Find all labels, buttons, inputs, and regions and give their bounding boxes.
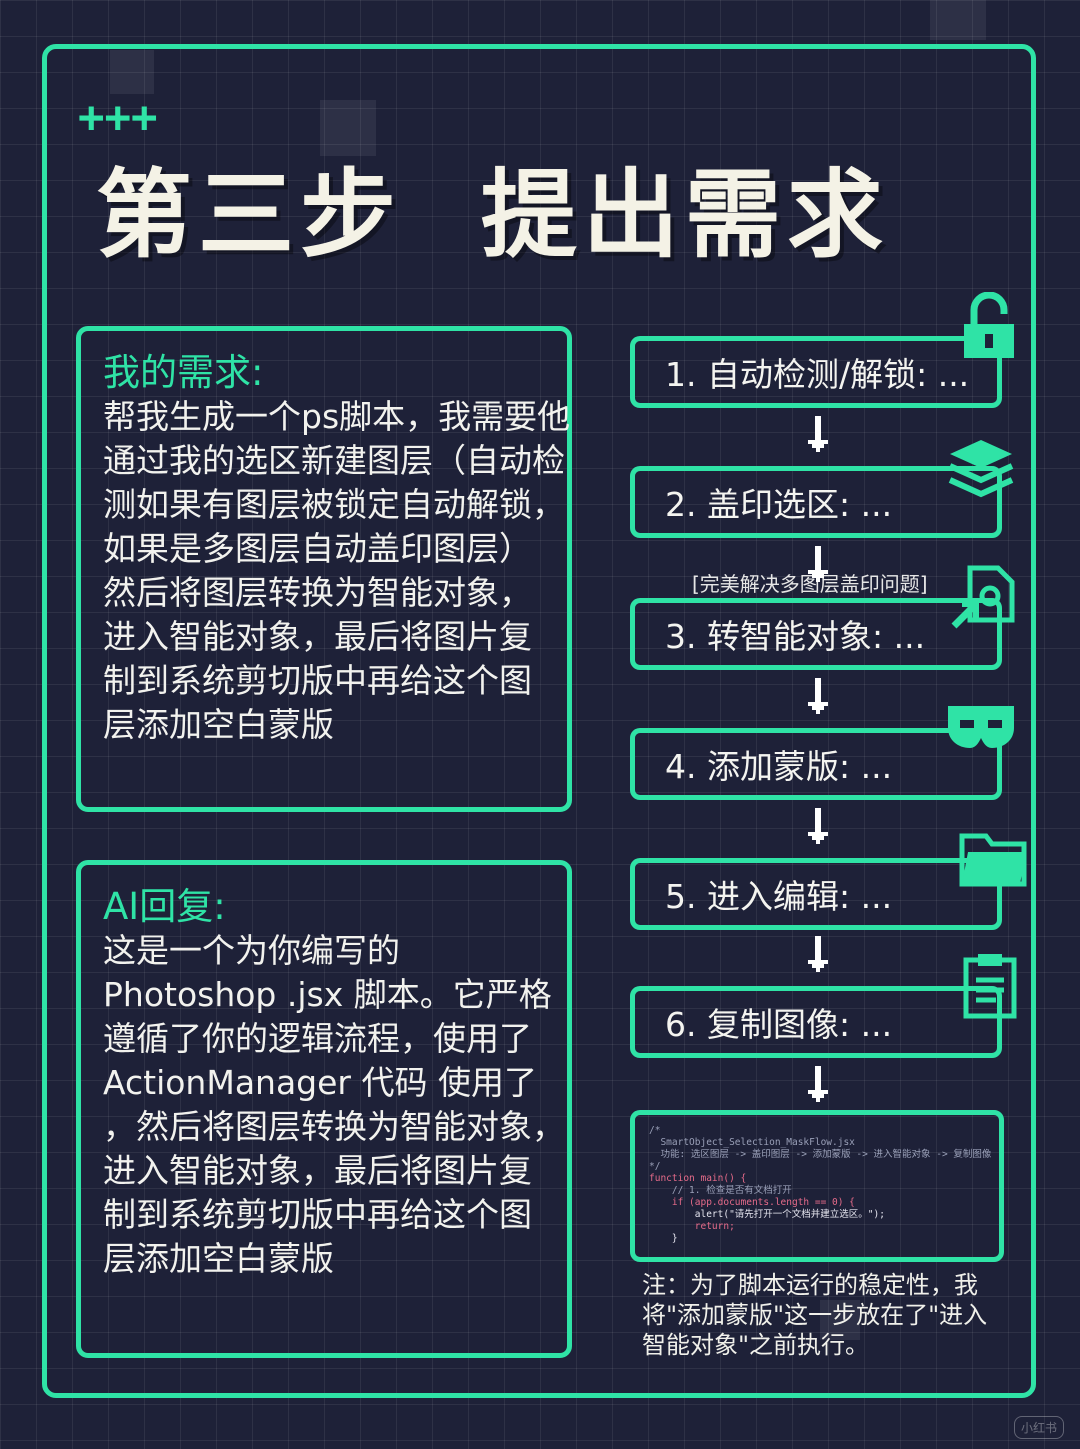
- watermark: 小红书: [1013, 1416, 1064, 1439]
- ai-reply-heading: AI回复:: [103, 885, 226, 928]
- step-5: 5. 进入编辑: ...: [630, 858, 1002, 930]
- my-request-line: 然后将图层转换为智能对象，: [103, 573, 532, 612]
- step-2-note: [完美解决多图层盖印问题]: [692, 572, 928, 596]
- ai-reply-line: 这是一个为你编写的: [103, 931, 400, 970]
- decor-square: [320, 100, 376, 156]
- clipboard-icon: [963, 954, 1017, 1019]
- footnote-line: 智能对象"之前执行。: [642, 1331, 870, 1359]
- page-title: 第三步 提出需求: [96, 159, 889, 271]
- code-line: 功能: 选区图层 -> 盖印图层 -> 添加蒙版 -> 进入智能对象 -> 复制…: [649, 1149, 992, 1160]
- code-line: if (app.documents.length == 0) {: [649, 1197, 855, 1208]
- plus-decoration: +++: [78, 92, 158, 143]
- unlock-icon: [964, 292, 1014, 358]
- my-request-line: 层添加空白蒙版: [103, 705, 334, 744]
- step-6-label: 6. 复制图像: ...: [665, 1005, 893, 1044]
- my-request-panel: 我的需求: 帮我生成一个ps脚本，我需要他 通过我的选区新建图层（自动检 测如果…: [76, 326, 572, 812]
- ai-reply-line: 进入智能对象，最后将图片复: [103, 1151, 532, 1190]
- ai-reply-line: ，然后将图层转换为智能对象，: [103, 1107, 565, 1146]
- step-5-label: 5. 进入编辑: ...: [665, 877, 893, 916]
- down-arrow-icon: [808, 808, 828, 844]
- step-4: 4. 添加蒙版: ...: [630, 728, 1002, 800]
- down-arrow-icon: [808, 416, 828, 452]
- step-4-label: 4. 添加蒙版: ...: [665, 747, 893, 786]
- plus-signs: +++: [78, 92, 158, 143]
- step-2: 2. 盖印选区: ...: [630, 466, 1002, 538]
- ai-reply-line: 制到系统剪切版中再给这个图: [103, 1195, 532, 1234]
- step-6: 6. 复制图像: ...: [630, 986, 1002, 1058]
- down-arrow-icon: [808, 936, 828, 972]
- decor-square: [110, 50, 154, 94]
- code-line: }: [649, 1233, 678, 1244]
- my-request-line: 进入智能对象，最后将图片复: [103, 617, 532, 656]
- down-arrow-icon: [808, 678, 828, 714]
- footnote: 注：为了脚本运行的稳定性，我 将"添加蒙版"这一步放在了"进入 智能对象"之前执…: [642, 1270, 1012, 1360]
- ai-reply-panel: AI回复: 这是一个为你编写的 Photoshop .jsx 脚本。它严格 遵循…: [76, 860, 572, 1358]
- code-line: /*: [649, 1125, 661, 1136]
- step-3-label: 3. 转智能对象: ...: [665, 617, 926, 656]
- my-request-line: 如果是多图层自动盖印图层）: [103, 529, 532, 568]
- my-request-body: 帮我生成一个ps脚本，我需要他 通过我的选区新建图层（自动检 测如果有图层被锁定…: [103, 395, 571, 747]
- ai-reply-line: Photoshop .jsx 脚本。它严格: [103, 975, 552, 1014]
- ai-reply-line: 层添加空白蒙版: [103, 1239, 334, 1278]
- mask-icon: [948, 706, 1014, 748]
- down-arrow-icon: [808, 1066, 828, 1102]
- my-request-line: 制到系统剪切版中再给这个图: [103, 661, 532, 700]
- step-2-label: 2. 盖印选区: ...: [665, 485, 893, 524]
- my-request-line: 通过我的选区新建图层（自动检: [103, 441, 565, 480]
- ai-reply-body: 这是一个为你编写的 Photoshop .jsx 脚本。它严格 遵循了你的逻辑流…: [103, 929, 565, 1281]
- code-snippet: /* SmartObject_Selection_MaskFlow.jsx 功能…: [630, 1110, 1004, 1262]
- code-line: SmartObject_Selection_MaskFlow.jsx: [649, 1137, 855, 1148]
- footnote-line: 注：为了脚本运行的稳定性，我: [642, 1271, 978, 1299]
- ai-reply-line: ActionManager 代码 使用了: [103, 1063, 537, 1102]
- step-1: 1. 自动检测/解锁: ...: [630, 336, 1002, 408]
- outer-frame: [42, 44, 1036, 1398]
- layers-icon: [948, 440, 1014, 498]
- decor-square: [930, 0, 986, 40]
- code-line: // 1. 检查是否有文档打开: [649, 1185, 792, 1196]
- decor-square: [820, 1300, 860, 1340]
- my-request-heading: 我的需求:: [103, 351, 264, 394]
- code-line: alert("请先打开一个文档并建立选区。");: [649, 1209, 885, 1220]
- footnote-line: 将"添加蒙版"这一步放在了"进入: [642, 1301, 988, 1329]
- down-arrow-icon: [808, 546, 828, 582]
- step-1-label: 1. 自动检测/解锁: ...: [665, 355, 970, 394]
- code-line: */: [649, 1161, 661, 1172]
- ai-reply-line: 遵循了你的逻辑流程，使用了: [103, 1019, 532, 1058]
- folder-icon: [959, 833, 1027, 887]
- my-request-line: 测如果有图层被锁定自动解锁，: [103, 485, 565, 524]
- my-request-line: 帮我生成一个ps脚本，我需要他: [103, 397, 571, 436]
- step-3: 3. 转智能对象: ...: [630, 598, 1002, 670]
- code-line: return;: [649, 1221, 735, 1232]
- file-export-icon: [951, 565, 1015, 629]
- code-line: function main() {: [649, 1173, 747, 1184]
